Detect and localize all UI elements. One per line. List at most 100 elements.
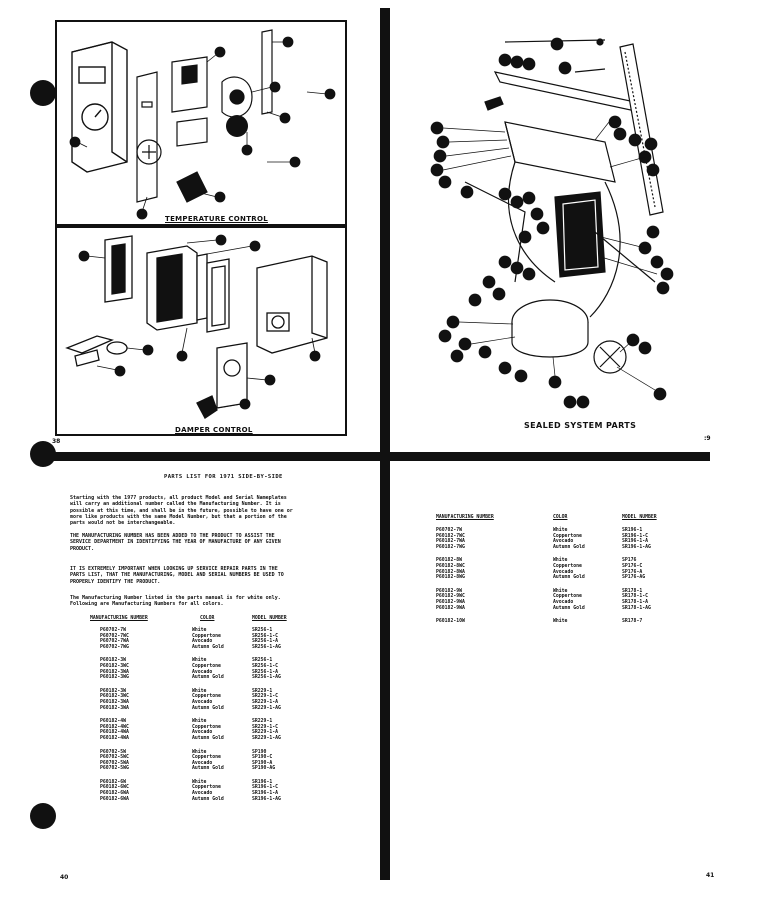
left-model-cell: SR256-1-A <box>252 669 278 675</box>
right-mfg-cell: P60182-8WA <box>436 569 465 575</box>
right-model-cell: SP176 <box>622 558 637 564</box>
right-mfg-cell: P60182-10W <box>436 619 465 625</box>
right-mfg-cell: P60182-9WA <box>436 599 465 605</box>
left-mfg-cell: P60182-3WC <box>100 663 129 669</box>
right-color-cell: White <box>553 588 568 594</box>
left-model-cell: SP190-AG <box>252 766 276 772</box>
left-mfg-cell: P60182-3W <box>100 688 126 694</box>
right-model-cell: SR196-1-C <box>622 533 648 539</box>
right-model-cell: SR178-1 <box>622 588 643 594</box>
manufacturing-number-note: THE MANUFACTURING NUMBER HAS BEEN ADDED … <box>70 533 281 552</box>
left-mfg-cell: P60182-4WA <box>100 730 129 736</box>
left-header-color: COLOR <box>200 616 215 621</box>
left-model-cell: SR256-1-C <box>252 663 278 669</box>
right-color-cell: White <box>553 558 568 564</box>
damper-control-caption: DAMPER CONTROL <box>175 426 253 434</box>
left-color-cell: Coppertone <box>192 785 221 791</box>
left-mfg-cell: P60702-5WA <box>100 760 129 766</box>
right-model-cell: SR196-1-AG <box>622 544 651 550</box>
left-model-cell: SR256-1-AG <box>252 675 281 681</box>
left-mfg-cell: P60182-6W <box>100 779 126 785</box>
left-color-cell: Coppertone <box>192 694 221 700</box>
right-mfg-cell: P60182-7WC <box>436 533 465 539</box>
left-model-cell: SR229-1-AG <box>252 705 281 711</box>
left-color-cell: Autumn Gold <box>192 766 224 772</box>
right-color-cell: White <box>553 528 568 533</box>
right-model-group: SR178-7 <box>622 619 651 625</box>
left-color-cell: White <box>192 628 207 633</box>
left-color-cell: White <box>192 779 207 785</box>
damper-control-figure: DAMPER CONTROL <box>55 226 347 436</box>
right-mfg-cell: P60702-7W <box>436 528 462 533</box>
left-model-cell: SP190 <box>252 749 267 755</box>
left-model-cell: SP190-C <box>252 755 273 761</box>
right-color-cell: Avocado <box>553 599 574 605</box>
left-mfg-cell: P60182-3WA <box>100 669 129 675</box>
left-mfg-cell: P60182-6WA <box>100 796 129 802</box>
left-mfg-cell: P60702-5WC <box>100 755 129 761</box>
left-mfg-cell: P60182-4WA <box>100 735 129 741</box>
right-mfg-cell: P60182-9WA <box>436 605 465 611</box>
left-color-cell: Avocado <box>192 669 213 675</box>
left-model-cell: SR196-1-A <box>252 791 278 797</box>
left-mfg-cell: P60182-3WG <box>100 675 129 681</box>
left-mfg-cell: P60702-7W <box>100 628 126 633</box>
left-color-cell: Avocado <box>192 730 213 736</box>
right-model-cell: SP176-A <box>622 569 643 575</box>
right-top-page-number: :9 <box>704 435 711 442</box>
left-mfg-cell: P60182-3WA <box>100 705 129 711</box>
left-model-cell: SR229-1-AG <box>252 735 281 741</box>
left-color-cell: White <box>192 749 207 755</box>
left-model-cell: SR256-1-C <box>252 633 278 639</box>
right-color-cell: Coppertone <box>553 533 582 539</box>
left-color-cell: Coppertone <box>192 724 221 730</box>
page-divider-horizontal <box>40 452 710 461</box>
left-header-model: MODEL NUMBER <box>252 616 287 621</box>
left-mfg-cell: P60702-7WG <box>100 644 129 650</box>
left-color-cell: Autumn Gold <box>192 675 224 681</box>
left-color-cell: Avocado <box>192 791 213 797</box>
right-header-color: COLOR <box>553 515 568 520</box>
left-model-cell: SR229-1-A <box>252 730 278 736</box>
left-model-cell: SR256-1-A <box>252 639 278 645</box>
colors-note: The Manufacturing Number listed in the p… <box>70 595 281 608</box>
left-color-cell: Coppertone <box>192 755 221 761</box>
temperature-control-drawing <box>69 29 336 220</box>
left-model-cell: SR229-1-C <box>252 724 278 730</box>
right-page-number: 41 <box>706 872 715 879</box>
right-model-cell: SR178-1-C <box>622 594 648 600</box>
binder-hole-bottom <box>30 803 56 829</box>
left-color-cell: Coppertone <box>192 663 221 669</box>
right-model-cell: SR196-1 <box>622 528 643 533</box>
right-color-cell: White <box>553 619 568 625</box>
left-color-cell: Autumn Gold <box>192 735 224 741</box>
right-mfg-cell: P60182-8WG <box>436 575 465 581</box>
left-header-mfg: MANUFACTURING NUMBER <box>90 616 148 621</box>
left-model-cell: SR256-1 <box>252 628 273 633</box>
right-model-cell: SR178-7 <box>622 619 643 625</box>
left-color-cell: Autumn Gold <box>192 705 224 711</box>
left-model-cell: SR196-1-AG <box>252 796 281 802</box>
right-header-model: MODEL NUMBER <box>622 515 657 520</box>
parts-list-title: PARTS LIST FOR 1971 SIDE-BY-SIDE <box>164 474 283 480</box>
right-model-cell: SP176-AG <box>622 575 646 581</box>
left-color-cell: Coppertone <box>192 633 221 639</box>
left-color-cell: Autumn Gold <box>192 796 224 802</box>
left-mfg-cell: P60702-7WC <box>100 633 129 639</box>
temperature-control-figure: TEMPERATURE CONTROL <box>55 20 347 226</box>
